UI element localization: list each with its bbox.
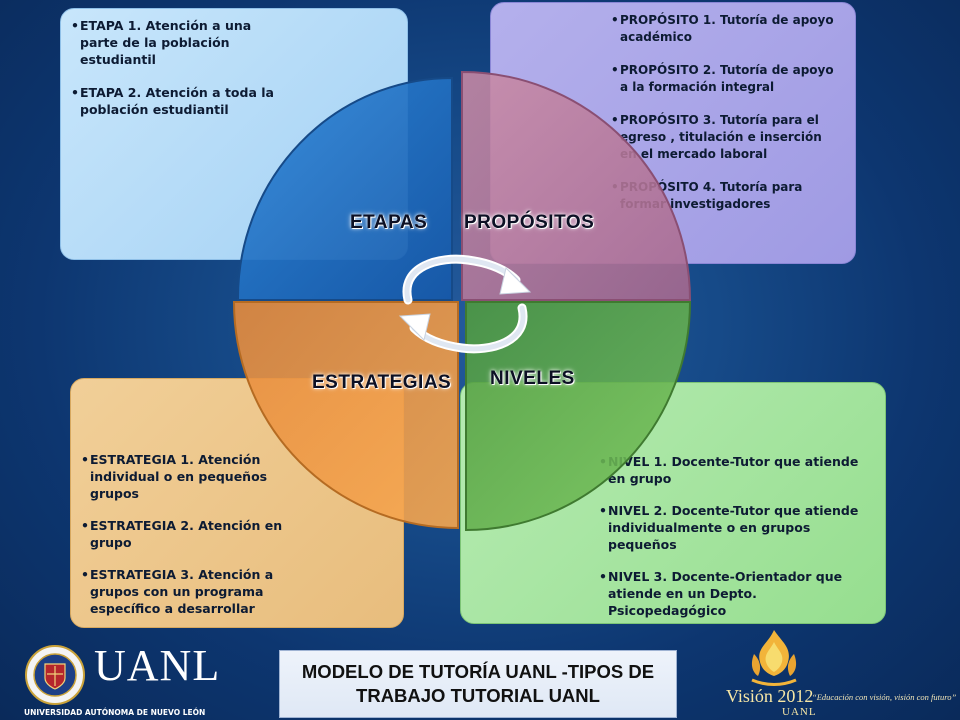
proposito-item: PROPÓSITO 2. Tutoría de apoyo a la forma… <box>611 62 839 96</box>
proposito-item: PROPÓSITO 3. Tutoría para el egreso , ti… <box>611 112 839 163</box>
etapas-quadrant <box>236 76 453 301</box>
estrategias-list: ESTRATEGIA 1. Atención individual o en p… <box>81 451 293 617</box>
uanl-logo: UANL UNIVERSIDAD AUTÓNOMA DE NUEVO LEÓN <box>22 638 222 720</box>
niveles-label: NIVELES <box>490 368 575 389</box>
footer-title-box: MODELO DE TUTORÍA UANL -TIPOS DE TRABAJO… <box>279 650 677 718</box>
estrategias-label: ESTRATEGIAS <box>312 372 452 393</box>
uanl-seal-icon <box>25 645 85 705</box>
vision-title: Visión 2012 <box>726 686 814 706</box>
uanl-wordmark: UANL <box>94 641 221 690</box>
niveles-quadrant <box>465 301 692 532</box>
flame-icon <box>751 630 797 686</box>
vision-slogan: “Educación con visión, visión con futuro… <box>812 692 957 702</box>
etapa-item: ETAPA 1. Atención a una parte de la pobl… <box>71 17 286 68</box>
etapas-list: ETAPA 1. Atención a una parte de la pobl… <box>71 17 286 118</box>
proposito-item: PROPÓSITO 1. Tutoría de apoyo académico <box>611 12 839 46</box>
etapa-item: ETAPA 2. Atención a toda la población es… <box>71 84 286 118</box>
estrategia-item: ESTRATEGIA 2. Atención en grupo <box>81 517 293 551</box>
vision-uanl: UANL <box>782 706 817 718</box>
nivel-item: NIVEL 2. Docente-Tutor que atiende indiv… <box>599 502 871 553</box>
propositos-quadrant <box>461 70 692 301</box>
nivel-item: NIVEL 1. Docente-Tutor que atiende en gr… <box>599 453 871 487</box>
nivel-item: NIVEL 3. Docente-Orientador que atiende … <box>599 568 871 619</box>
vision-2012-logo: Visión 2012 “Educación con visión, visió… <box>712 628 956 720</box>
estrategias-quadrant <box>232 301 459 530</box>
estrategia-item: ESTRATEGIA 3. Atención a grupos con un p… <box>81 566 293 617</box>
estrategias-panel: ESTRATEGIA 1. Atención individual o en p… <box>70 378 404 628</box>
uanl-fullname: UNIVERSIDAD AUTÓNOMA DE NUEVO LEÓN <box>24 708 206 717</box>
propositos-label: PROPÓSITOS <box>464 212 595 233</box>
footer-title: MODELO DE TUTORÍA UANL -TIPOS DE TRABAJO… <box>301 661 655 706</box>
niveles-list: NIVEL 1. Docente-Tutor que atiende en gr… <box>599 453 871 619</box>
estrategia-item: ESTRATEGIA 1. Atención individual o en p… <box>81 451 293 502</box>
etapas-label: ETAPAS <box>350 212 428 233</box>
cycle-arrows-icon <box>398 254 532 354</box>
